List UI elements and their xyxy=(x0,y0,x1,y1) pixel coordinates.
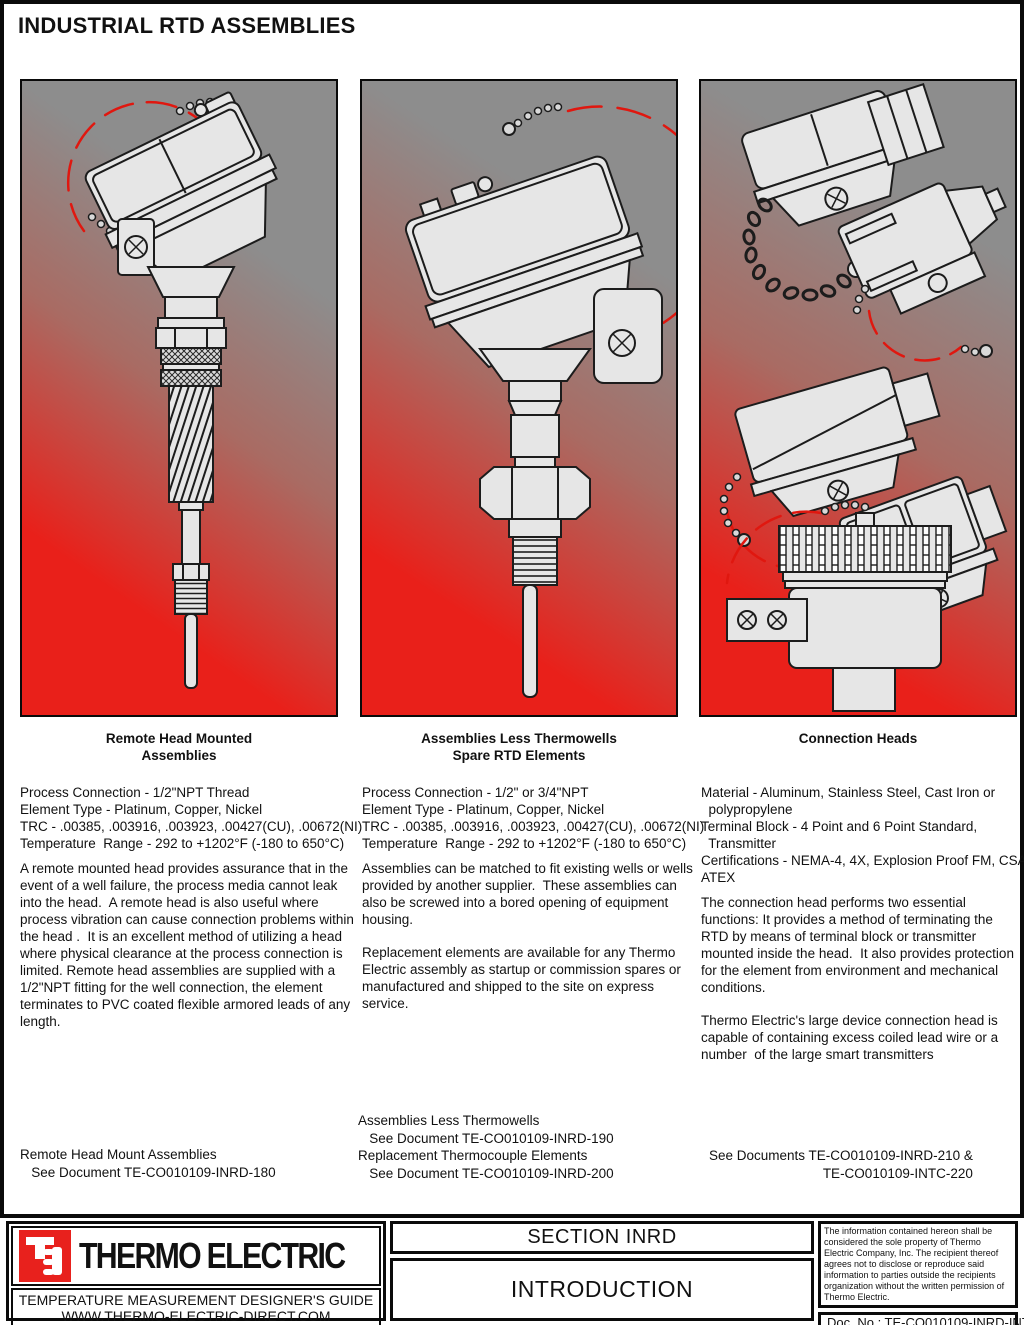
panel-remote-head-assembly xyxy=(20,79,338,717)
brand-logo-row: THERMO ELECTRIC xyxy=(11,1226,381,1286)
spec-line: Process Connection - 1/2"NPT Thread xyxy=(20,785,250,800)
footer-brand-cell: THERMO ELECTRIC TEMPERATURE MEASUREMENT … xyxy=(6,1221,386,1325)
caption-line: Spare RTD Elements xyxy=(452,748,586,763)
spec-line: Element Type - Platinum, Copper, Nickel xyxy=(362,802,605,817)
caption-line: Remote Head Mounted xyxy=(105,731,253,746)
caption-line: Assemblies xyxy=(141,748,217,763)
caption-line: Assemblies Less Thermowells xyxy=(421,731,617,746)
caption-connection-heads: Connection Heads xyxy=(699,730,1017,747)
caption-remote-head: Remote Head Mounted Assemblies xyxy=(20,730,338,764)
te-logo xyxy=(19,1230,71,1282)
brand-tagline: TEMPERATURE MEASUREMENT DESIGNER'S GUIDE xyxy=(18,1292,374,1308)
spec-line: Certifications - NEMA-4, 4X, Explosion P… xyxy=(701,853,1024,868)
panel-assembly-less-thermowell xyxy=(360,79,678,717)
spec-line: ATEX xyxy=(701,870,736,885)
body-paragraph: Assemblies can be matched to fit existin… xyxy=(362,861,697,927)
reference-less-thermowells: Assemblies Less Thermowells See Document… xyxy=(358,1112,614,1182)
footer-section-cell: SECTION INRD INTRODUCTION xyxy=(390,1221,814,1321)
spec-line: TRC - .00385, .003916, .003923, .00427(C… xyxy=(362,819,705,834)
body-paragraph: A remote mounted head provides assurance… xyxy=(20,861,358,1029)
page-title: INDUSTRIAL RTD ASSEMBLIES xyxy=(18,13,356,38)
reference-line: TE-CO010109-INTC-220 xyxy=(822,1165,973,1181)
brand-website: WWW.THERMO-ELECTRIC-DIRECT.COM xyxy=(61,1308,331,1324)
reference-line: Replacement Thermocouple Elements xyxy=(358,1148,588,1163)
reference-line: See Document TE-CO010109-INRD-200 xyxy=(358,1165,614,1181)
column-connection-heads-text: Material - Aluminum, Stainless Steel, Ca… xyxy=(701,784,1024,1063)
spare-rtd-element-illustration xyxy=(404,102,676,698)
main-content-frame: INDUSTRIAL RTD ASSEMBLIES xyxy=(0,0,1024,1218)
panel-connection-heads xyxy=(699,79,1017,717)
spec-line: Transmitter xyxy=(701,836,777,851)
reference-line: Remote Head Mount Assemblies xyxy=(20,1147,217,1162)
doc-number: Doc. No.: TE-CO010109-INRD-INT4 xyxy=(818,1312,1024,1325)
remote-head-assembly-illustration xyxy=(66,91,278,689)
connection-heads-illustration xyxy=(719,82,1008,712)
reference-connection-heads: See Documents TE-CO010109-INRD-210 & TE-… xyxy=(709,1147,973,1182)
spec-line: Temperature Range - 292 to +1202°F (-180… xyxy=(20,836,345,851)
spec-line: Element Type - Platinum, Copper, Nickel xyxy=(20,802,263,817)
caption-line: Connection Heads xyxy=(798,731,918,746)
reference-remote-head: Remote Head Mount Assemblies See Documen… xyxy=(20,1146,276,1181)
body-paragraph: The connection head performs two essenti… xyxy=(701,895,1018,995)
column-less-thermowells-text: Process Connection - 1/2" or 3/4"NPT Ele… xyxy=(362,784,705,1012)
legal-notice: The information contained hereon shall b… xyxy=(818,1221,1018,1308)
spec-line: polypropylene xyxy=(701,802,793,817)
footer-title-block: THERMO ELECTRIC TEMPERATURE MEASUREMENT … xyxy=(6,1221,1024,1325)
column-remote-head-text: Process Connection - 1/2"NPT Thread Elem… xyxy=(20,784,363,1030)
spec-line: Terminal Block - 4 Point and 6 Point Sta… xyxy=(701,819,978,834)
spec-line: Temperature Range - 292 to +1202°F (-180… xyxy=(362,836,687,851)
body-paragraph: Replacement elements are available for a… xyxy=(362,945,685,1011)
footer-legal-cell: The information contained hereon shall b… xyxy=(818,1221,1024,1325)
spec-line: Process Connection - 1/2" or 3/4"NPT xyxy=(362,785,589,800)
body-paragraph: Thermo Electric's large device connectio… xyxy=(701,1013,1002,1062)
section-label: SECTION INRD xyxy=(390,1221,814,1254)
brand-name: THERMO ELECTRIC xyxy=(79,1235,346,1276)
reference-line: Assemblies Less Thermowells xyxy=(358,1113,540,1128)
caption-less-thermowells: Assemblies Less Thermowells Spare RTD El… xyxy=(360,730,678,764)
brand-tagline-row: TEMPERATURE MEASUREMENT DESIGNER'S GUIDE… xyxy=(11,1288,381,1325)
reference-line: See Document TE-CO010109-INRD-180 xyxy=(20,1164,276,1180)
reference-line: See Document TE-CO010109-INRD-190 xyxy=(358,1130,614,1146)
spec-line: Material - Aluminum, Stainless Steel, Ca… xyxy=(701,785,996,800)
reference-line: See Documents TE-CO010109-INRD-210 & xyxy=(709,1148,973,1163)
spec-line: TRC - .00385, .003916, .003923, .00427(C… xyxy=(20,819,363,834)
subsection-label: INTRODUCTION xyxy=(390,1258,814,1321)
